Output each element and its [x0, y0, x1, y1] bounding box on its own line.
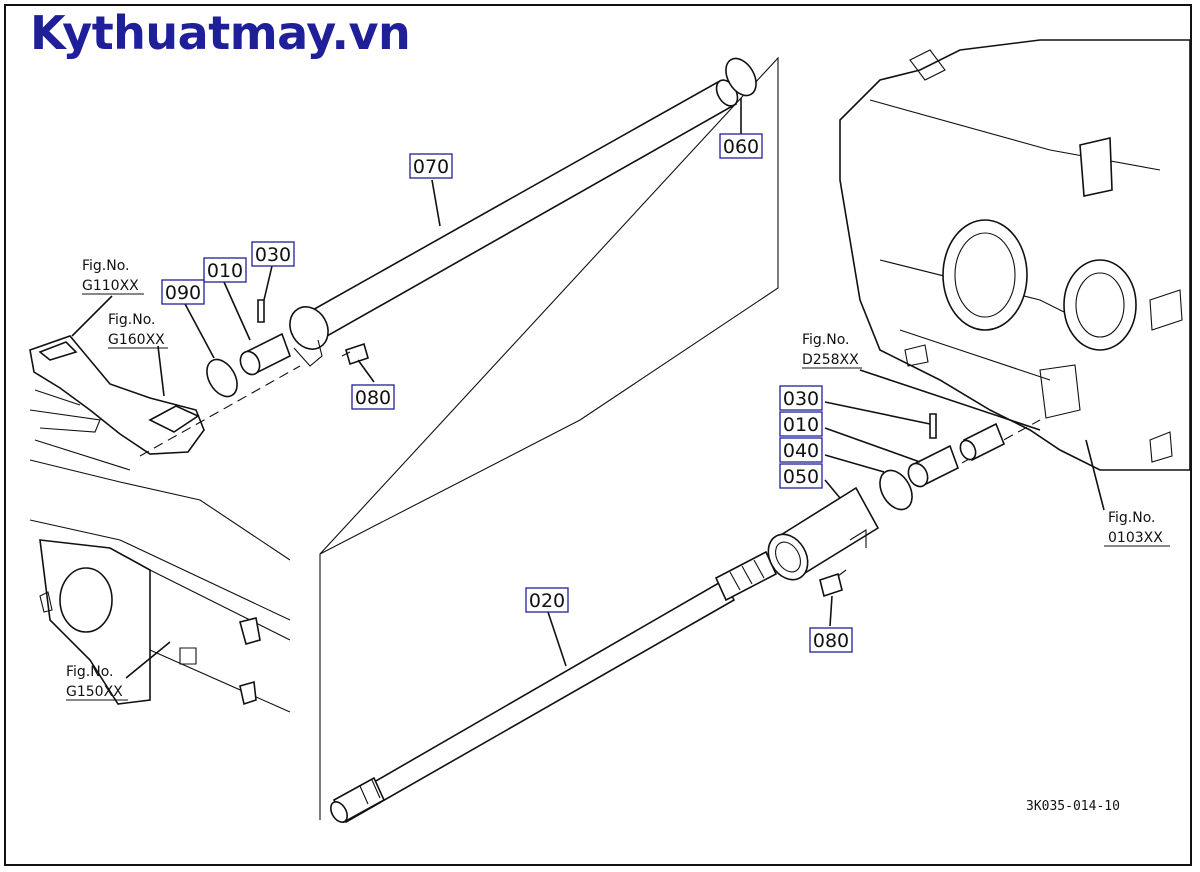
part-090-o-ring [206, 358, 238, 398]
part-050-sleeve [767, 486, 880, 581]
svg-text:Fig.No.: Fig.No. [108, 312, 156, 328]
diagram-border [4, 4, 1192, 866]
brand-watermark: Kythuatmay.vn [30, 6, 411, 60]
svg-text:G160XX: G160XX [108, 332, 165, 348]
callout-030-lower: 030 [779, 385, 823, 411]
callout-040: 040 [779, 437, 823, 463]
transmission-spline-stub [959, 422, 1006, 462]
svg-text:080: 080 [813, 630, 849, 652]
callout-010-lower: 010 [779, 411, 823, 437]
svg-text:Fig.No.: Fig.No. [82, 258, 130, 274]
part-080-plug-lower [819, 569, 847, 598]
part-010-bearing-lower [907, 444, 959, 488]
figref-g110xx: Fig.No. G110XX [82, 258, 144, 295]
callout-060: 060 [719, 133, 763, 159]
upper-group-outline [319, 56, 779, 820]
svg-text:D258XX: D258XX [802, 352, 859, 368]
part-030-pin-upper [257, 299, 265, 323]
svg-text:030: 030 [783, 388, 819, 410]
svg-text:G150XX: G150XX [66, 684, 123, 700]
svg-text:020: 020 [529, 590, 565, 612]
svg-text:Fig.No.: Fig.No. [66, 664, 114, 680]
callout-090: 090 [161, 279, 205, 305]
svg-text:080: 080 [355, 387, 391, 409]
svg-text:030: 030 [255, 244, 291, 266]
leader-lines [71, 98, 1105, 679]
drawing-number: 3K035-014-10 [1026, 799, 1120, 814]
callout-050: 050 [779, 463, 823, 489]
shaft-axis-line [139, 365, 1041, 487]
svg-text:090: 090 [165, 282, 201, 304]
figref-d258xx: Fig.No. D258XX [802, 332, 862, 369]
callout-070: 070 [409, 153, 453, 179]
callout-020: 020 [525, 587, 569, 613]
svg-text:050: 050 [783, 466, 819, 488]
svg-text:Fig.No.: Fig.No. [1108, 510, 1156, 526]
svg-text:010: 010 [207, 260, 243, 282]
callout-010-upper: 010 [203, 257, 247, 283]
front-axle-housing-drawing [29, 335, 291, 713]
part-080-plug-upper [341, 342, 369, 366]
part-060-o-ring [725, 57, 757, 97]
svg-text:0103XX: 0103XX [1108, 530, 1163, 546]
svg-text:040: 040 [783, 440, 819, 462]
svg-text:070: 070 [413, 156, 449, 178]
svg-text:Fig.No.: Fig.No. [802, 332, 850, 348]
part-070-pipe [289, 79, 739, 367]
callout-080-lower: 080 [809, 627, 853, 653]
transmission-case-drawing [839, 39, 1191, 471]
svg-text:060: 060 [723, 136, 759, 158]
figref-g150xx: Fig.No. G150XX [66, 664, 128, 701]
figref-0103xx: Fig.No. 0103XX [1104, 510, 1170, 547]
svg-text:G110XX: G110XX [82, 278, 139, 294]
callout-030-upper: 030 [251, 241, 295, 267]
part-040-o-ring [879, 469, 913, 511]
part-030-pin-lower [929, 413, 937, 439]
part-020-shaft [330, 550, 778, 824]
svg-text:010: 010 [783, 414, 819, 436]
callout-080-upper: 080 [351, 384, 395, 410]
part-010-bearing-upper [239, 332, 291, 376]
figref-g160xx: Fig.No. G160XX [108, 312, 168, 349]
